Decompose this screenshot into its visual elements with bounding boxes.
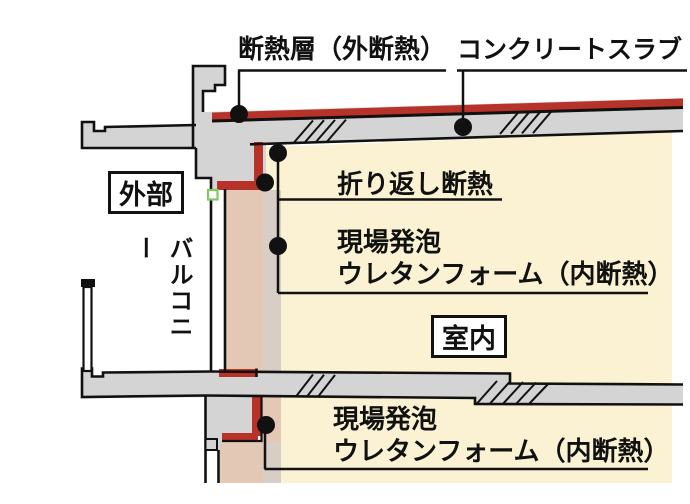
dot-foam-lower <box>257 416 275 434</box>
lower-foldback-horizontal <box>222 433 258 442</box>
lower-foldback-edge <box>222 396 263 443</box>
railing-cap <box>81 279 95 287</box>
interior-area <box>266 132 672 483</box>
wall-tan-light-upper <box>263 190 281 371</box>
insulation-red-shapes <box>212 98 683 442</box>
interior-upper-room <box>266 132 672 385</box>
hatch-marks <box>293 109 553 405</box>
wall-tan-upper <box>226 190 263 371</box>
railing-bar <box>82 285 93 373</box>
upper-wall-outer-face <box>194 148 213 372</box>
wall-layers <box>220 190 281 483</box>
upper-eave-slab <box>82 122 196 148</box>
label-foam-upper: 現場発泡 ウレタンフォーム（内断熱） <box>337 227 673 290</box>
dot-foam-upper <box>269 237 287 255</box>
dot-concrete-slab <box>454 118 472 136</box>
label-foldback-insulation: 折り返し断熱 <box>337 169 494 199</box>
wall-head-mass <box>196 140 266 190</box>
wall-base-insulation <box>219 369 256 377</box>
green-marker <box>206 188 219 201</box>
roof-slab-soffit-line <box>249 129 684 146</box>
foldback-insulation-horizontal <box>217 181 266 190</box>
callout-dots <box>230 105 472 434</box>
label-foam-lower-line2: ウレタンフォーム（内断熱） <box>333 435 670 466</box>
label-foam-upper-line2: ウレタンフォーム（内断熱） <box>337 258 674 289</box>
wall-tan-light-lower <box>263 442 281 483</box>
label-foam-lower-line1: 現場発泡 <box>333 404 438 434</box>
label-exterior-box: 外部 <box>108 171 184 214</box>
foldback-insulation-vertical <box>254 142 263 190</box>
railing-post <box>81 279 95 373</box>
external-insulation-band <box>212 98 683 121</box>
label-balcony: バルコニー <box>130 236 192 340</box>
floor-bottom-line <box>204 394 684 406</box>
outlines <box>80 64 684 483</box>
label-concrete-slab: コンクリートスラブ <box>457 36 683 64</box>
parapet-outline <box>191 64 227 148</box>
lower-foldback-vertical <box>252 396 261 436</box>
balcony-slab-outline <box>80 367 212 399</box>
floor-top-line <box>210 370 684 386</box>
interior-lower-room <box>266 395 672 483</box>
drip-tooth <box>204 438 218 451</box>
dot-foldback-top <box>269 144 287 162</box>
label-foam-lower: 現場発泡 ウレタンフォーム（内断熱） <box>333 404 669 467</box>
leader-lines <box>237 69 687 471</box>
label-foam-upper-line1: 現場発泡 <box>337 227 442 257</box>
label-interior-box: 室内 <box>431 315 507 358</box>
parapet-cap <box>193 66 225 148</box>
dot-foldback-side <box>256 173 274 192</box>
wall-tan-lower <box>220 442 263 483</box>
label-insulation-outer: 断熱層（外断熱） <box>238 34 447 64</box>
eave-outline <box>80 120 197 150</box>
dot-insulation-outer <box>230 105 248 123</box>
roof-slab-top-line <box>211 106 684 123</box>
